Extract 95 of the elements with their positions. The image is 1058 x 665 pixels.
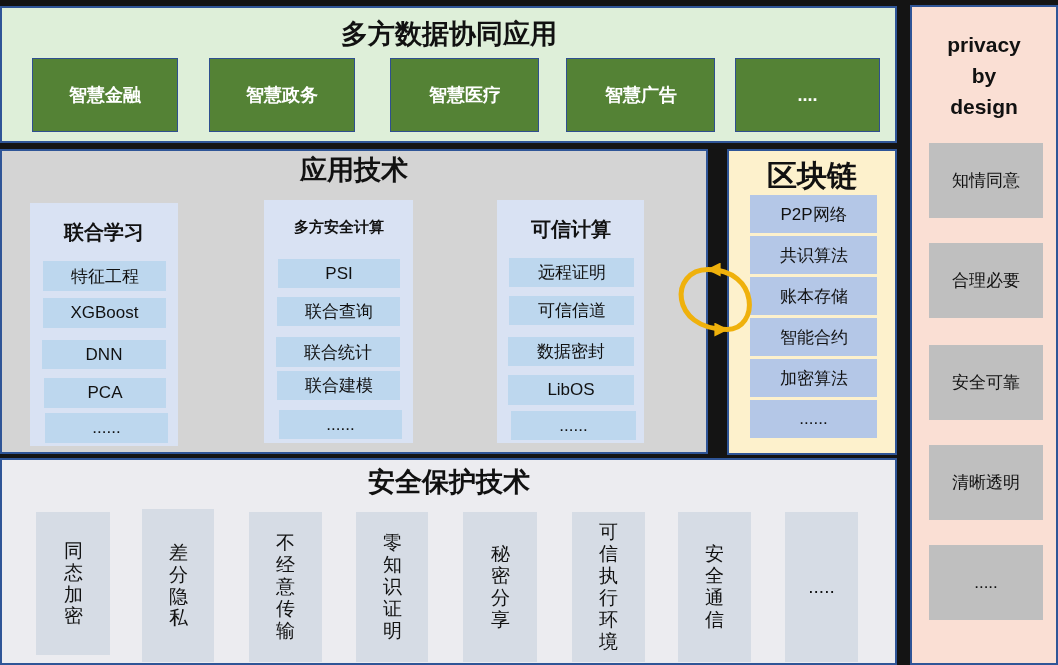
technology-item — [44, 378, 166, 408]
item-label: DNN — [85, 344, 123, 365]
layer-panel — [0, 6, 897, 143]
item-label: 智慧广告 — [604, 84, 677, 107]
principle-tile — [929, 243, 1043, 318]
technology-item — [509, 258, 634, 287]
item-label: 智慧金融 — [69, 84, 141, 107]
item-label: ...... — [326, 414, 355, 435]
item-label: ...... — [799, 409, 828, 429]
item-label: 智慧政务 — [246, 84, 318, 107]
item-label: ...... — [92, 418, 121, 438]
protection-tile — [463, 512, 537, 662]
item-label: PSI — [325, 263, 353, 284]
item-label: 远程证明 — [537, 262, 606, 284]
technology-card — [497, 200, 644, 443]
application-tile — [390, 58, 539, 132]
item-label: XGBoost — [70, 303, 139, 323]
curved-arrow — [706, 263, 752, 332]
panel-title: 多方数据协同应用 — [340, 18, 557, 51]
item-label: 数据密封 — [537, 341, 605, 363]
item-label: 安全通信 — [705, 543, 724, 631]
blockchain-item — [750, 400, 877, 438]
curved-arrow — [678, 267, 729, 336]
panel-title: 区块链 — [767, 158, 857, 194]
item-label: 智能合约 — [779, 326, 848, 349]
technology-item — [42, 340, 166, 369]
item-label: LibOS — [547, 380, 595, 400]
item-label: PCA — [87, 383, 123, 403]
item-label: ..... — [808, 576, 835, 598]
item-label: 联合建模 — [304, 375, 373, 397]
item-label: 可信执行环境 — [599, 521, 618, 653]
protection-tile — [678, 512, 751, 662]
technology-item — [511, 411, 636, 440]
item-label: 联合统计 — [304, 341, 372, 364]
application-tile — [566, 58, 715, 132]
blockchain-item — [750, 195, 877, 233]
item-label: 零知识证明 — [382, 532, 402, 642]
item-label: 知情同意 — [952, 170, 1020, 192]
item-label: .... — [797, 84, 818, 106]
item-label: 加密算法 — [779, 367, 848, 390]
card-title: 多方安全计算 — [293, 218, 384, 237]
panel-title: privacy by design — [946, 32, 1022, 120]
panel-title: 安全保护技术 — [367, 466, 530, 499]
blockchain-item — [750, 359, 877, 397]
item-label: 秘密分享 — [490, 543, 510, 631]
technology-item — [508, 337, 634, 366]
technology-card — [30, 203, 178, 446]
technology-item — [279, 410, 402, 439]
panel-title: 应用技术 — [300, 154, 408, 187]
blockchain-item — [750, 236, 877, 274]
application-tile — [32, 58, 178, 132]
technology-card — [264, 200, 413, 443]
item-label: 账本存储 — [779, 285, 848, 308]
item-label: 联合查询 — [304, 301, 373, 323]
protection-tile — [572, 512, 645, 662]
item-label: 智慧医疗 — [428, 84, 501, 107]
protection-tile — [785, 512, 858, 662]
application-tile — [735, 58, 880, 132]
technology-item — [43, 298, 166, 328]
protection-tile — [142, 509, 214, 662]
item-label: ...... — [559, 415, 588, 436]
technology-item — [276, 337, 400, 367]
item-label: ..... — [974, 572, 998, 593]
item-label: 不经意传输 — [276, 532, 295, 642]
item-label: 差分隐私 — [168, 541, 188, 630]
side-panel — [910, 5, 1058, 665]
item-label: 可信信道 — [537, 300, 606, 322]
technology-item — [43, 261, 166, 291]
item-label: 特征工程 — [70, 265, 139, 288]
item-label: 合理必要 — [952, 270, 1020, 292]
principle-tile — [929, 345, 1043, 420]
item-label: 清晰透明 — [952, 472, 1020, 494]
layer-panel — [0, 149, 708, 454]
blockchain-item — [750, 318, 877, 356]
card-title: 联合学习 — [64, 220, 144, 245]
item-label: 安全可靠 — [952, 372, 1020, 394]
principle-tile — [929, 445, 1043, 520]
application-tile — [209, 58, 355, 132]
principle-tile — [929, 545, 1043, 620]
item-label: P2P网络 — [780, 203, 847, 226]
card-title: 可信计算 — [530, 217, 611, 242]
item-label: 同态加密 — [63, 539, 83, 628]
blockchain-item — [750, 277, 877, 315]
item-label: 共识算法 — [779, 244, 848, 267]
technology-item — [278, 259, 400, 288]
protection-tile — [249, 512, 322, 662]
technology-item — [508, 375, 634, 405]
technology-item — [45, 413, 168, 443]
protection-tile — [356, 512, 428, 662]
technology-item — [509, 296, 634, 325]
principle-tile — [929, 143, 1043, 218]
technology-item — [277, 371, 400, 400]
technology-item — [277, 297, 400, 326]
layer-panel — [0, 458, 897, 665]
layer-panel — [727, 149, 897, 455]
